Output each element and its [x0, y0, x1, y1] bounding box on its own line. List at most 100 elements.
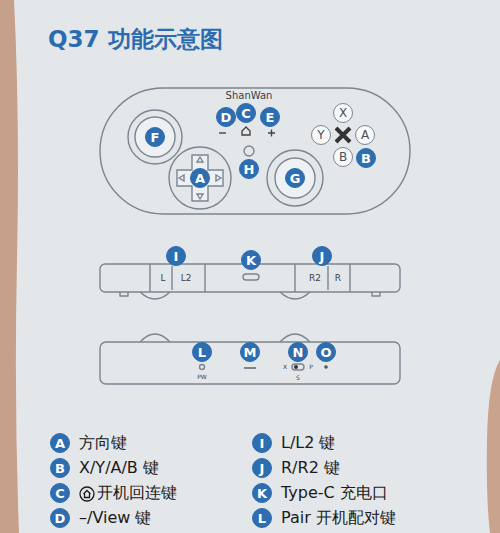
callout-letter: N [288, 342, 308, 362]
finger [0, 0, 19, 533]
led [324, 365, 328, 369]
key-entry: C开机回连键 [50, 483, 70, 503]
right-stick-cap [275, 158, 315, 198]
callout-letter: I [166, 246, 186, 266]
mode-switch [292, 364, 304, 370]
callout-text: B [55, 462, 65, 475]
callout-text: I [260, 437, 265, 450]
key-description: 方向键 [79, 433, 127, 452]
part-label: L2 [181, 274, 192, 283]
stick-bumps [140, 334, 310, 342]
key-description: Pair 开机配对键 [281, 508, 396, 527]
callout-letter: J [312, 246, 332, 266]
button-letter: Y [317, 129, 324, 141]
callout-letter: H [239, 159, 259, 179]
callout-text: J [260, 462, 265, 475]
small-button [244, 146, 254, 156]
callout-text: A [55, 437, 65, 450]
callout-letter: K [241, 250, 261, 270]
callout-text: C [55, 487, 65, 500]
key-description: 开机回连键 [97, 483, 177, 502]
dpad-ring [169, 147, 231, 209]
callout-text: K [257, 487, 267, 500]
button-letter: B [339, 151, 347, 163]
callout-letter: F [145, 127, 165, 147]
part-label: R [335, 274, 341, 283]
home-icon-ring [80, 487, 94, 501]
callout-text: L [198, 346, 206, 359]
switch-knob [294, 365, 298, 369]
power-hole [200, 365, 205, 370]
face-button: X [333, 103, 353, 123]
bottom-outline [100, 342, 400, 384]
button-letter: A [361, 129, 369, 141]
callout-text: B [361, 152, 371, 165]
callout-text: J [320, 250, 325, 263]
key-entry: JR/R2 键 [252, 458, 272, 478]
key-description: R/R2 键 [281, 458, 340, 477]
callout-text: A [195, 172, 205, 185]
part-label: PW [197, 374, 207, 380]
callout-text: G [290, 172, 301, 185]
callout-text: K [246, 254, 256, 267]
home-icon-house [84, 491, 91, 498]
face-button: A [355, 125, 375, 145]
key-description: L/L2 键 [281, 433, 335, 452]
key-entry: LPair 开机配对键 [252, 508, 272, 528]
callout-text: H [244, 163, 255, 176]
key-description: Type-C 充电口 [281, 483, 388, 502]
callout-text: N [293, 346, 304, 359]
callout-text: E [266, 111, 275, 124]
key-entry: BX/Y/A/B 键 [50, 458, 70, 478]
face-button: Y [311, 125, 331, 145]
callout-letter: G [285, 168, 305, 188]
left-stick-cap [135, 117, 175, 157]
callout-text: L [258, 512, 266, 525]
dpad [177, 155, 223, 201]
diagram-title: Q37 功能示意图 [48, 26, 223, 54]
key-entry: IL/L2 键 [252, 433, 272, 453]
button-letter: X [339, 107, 347, 119]
part-label: ShanWan [226, 91, 273, 101]
key-description: –/View 键 [79, 508, 151, 527]
callout-text: D [55, 512, 66, 525]
plus-symbol [268, 130, 275, 137]
minus-symbol [219, 132, 226, 133]
callout-text: I [174, 250, 179, 263]
part-label: X [283, 364, 287, 370]
controller-outline [100, 88, 410, 214]
face-button: B [333, 147, 353, 167]
home-symbol [242, 127, 250, 135]
callout-text: D [221, 111, 232, 124]
usb-c-port [243, 274, 259, 280]
feet [120, 292, 380, 296]
home-icon [79, 486, 95, 502]
callout-letter: C [236, 103, 256, 123]
right-stick [267, 150, 323, 206]
key-entry: D–/View 键 [50, 508, 70, 528]
key-entry: KType-C 充电口 [252, 483, 272, 503]
callout-text: O [320, 346, 331, 359]
callout-text: F [151, 131, 160, 144]
face-cross [336, 128, 350, 142]
part-label: L [160, 274, 165, 283]
callout-letter: O [316, 342, 336, 362]
finger [487, 360, 500, 533]
dpad-arrows [179, 157, 221, 199]
stick-bumps [140, 292, 310, 299]
callout-text: M [244, 346, 257, 359]
callout-letter: A [190, 168, 210, 188]
callout-letter: B [356, 148, 376, 168]
callout-letter: D [216, 107, 236, 127]
part-label: S [296, 375, 300, 381]
part-label: R2 [309, 274, 321, 283]
callout-letter: E [260, 107, 280, 127]
key-entry: A方向键 [50, 433, 70, 453]
key-description: X/Y/A/B 键 [79, 458, 159, 477]
callout-letter: L [192, 342, 212, 362]
left-stick [128, 110, 182, 164]
callout-letter: M [240, 342, 260, 362]
callout-text: C [241, 107, 251, 120]
part-label: P [309, 364, 313, 370]
